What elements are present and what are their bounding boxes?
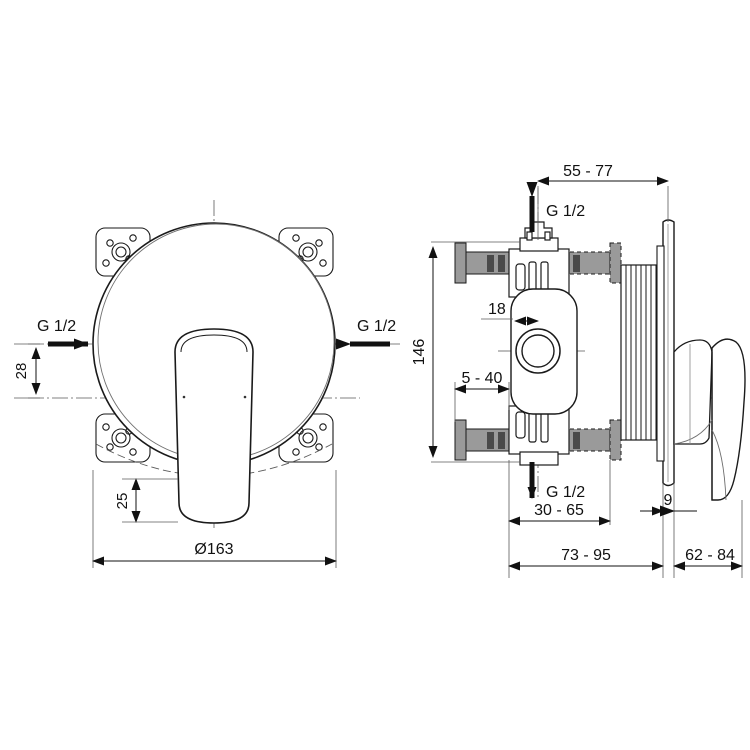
inlet-right-label: G 1/2 (357, 318, 396, 335)
dim-30-65: 30 - 65 (508, 460, 611, 526)
dim-5-40-label: 5 - 40 (462, 370, 503, 387)
dim-diameter-163: Ø163 (92, 470, 337, 568)
dim-62-84: 62 - 84 (673, 500, 743, 578)
inlet-top-label: G 1/2 (546, 203, 585, 220)
dim-30-65-label: 30 - 65 (534, 502, 584, 519)
dim-146-label: 146 (411, 339, 428, 366)
dim-28: 28 (13, 343, 41, 399)
dim-25-label: 25 (114, 493, 131, 510)
dim-55-77-label: 55 - 77 (563, 163, 613, 180)
dim-25: 25 (114, 478, 178, 523)
dim-9-label: 9 (664, 492, 673, 509)
dim-73-95: 73 - 95 (508, 515, 664, 578)
dim-73-95-label: 73 - 95 (561, 547, 611, 564)
dim-diameter-label: Ø163 (194, 541, 233, 558)
lever-handle-side (673, 338, 746, 501)
valve-center-body (510, 288, 578, 415)
front-view-group: G 1/2 G 1/2 28 25 Ø163 (13, 200, 400, 568)
threaded-barrel (620, 264, 664, 441)
inlet-bottom-label: G 1/2 (546, 484, 585, 501)
dim-18-label: 18 (488, 301, 506, 318)
dim-5-40: 5 - 40 (454, 370, 510, 422)
dim-9: 9 (640, 483, 697, 517)
inlet-left-marker: G 1/2 (37, 318, 89, 350)
lever-handle-front (174, 328, 254, 524)
dim-28-label: 28 (13, 363, 30, 380)
dim-62-84-label: 62 - 84 (685, 547, 735, 564)
dim-55-77: 55 - 77 (537, 163, 669, 240)
cartridge-top-fitting (524, 221, 553, 241)
inlet-right-marker: G 1/2 (336, 318, 396, 350)
inlet-top-marker: G 1/2 (526, 182, 585, 232)
dim-18: 18 (481, 301, 539, 326)
escutcheon-plate-edge (656, 219, 675, 487)
inlet-bottom-marker: G 1/2 (527, 462, 585, 501)
inlet-left-label: G 1/2 (37, 318, 76, 335)
side-view-group: 55 - 77 G 1/2 G 1/2 146 18 (411, 163, 746, 578)
dim-146: 146 (411, 241, 520, 463)
